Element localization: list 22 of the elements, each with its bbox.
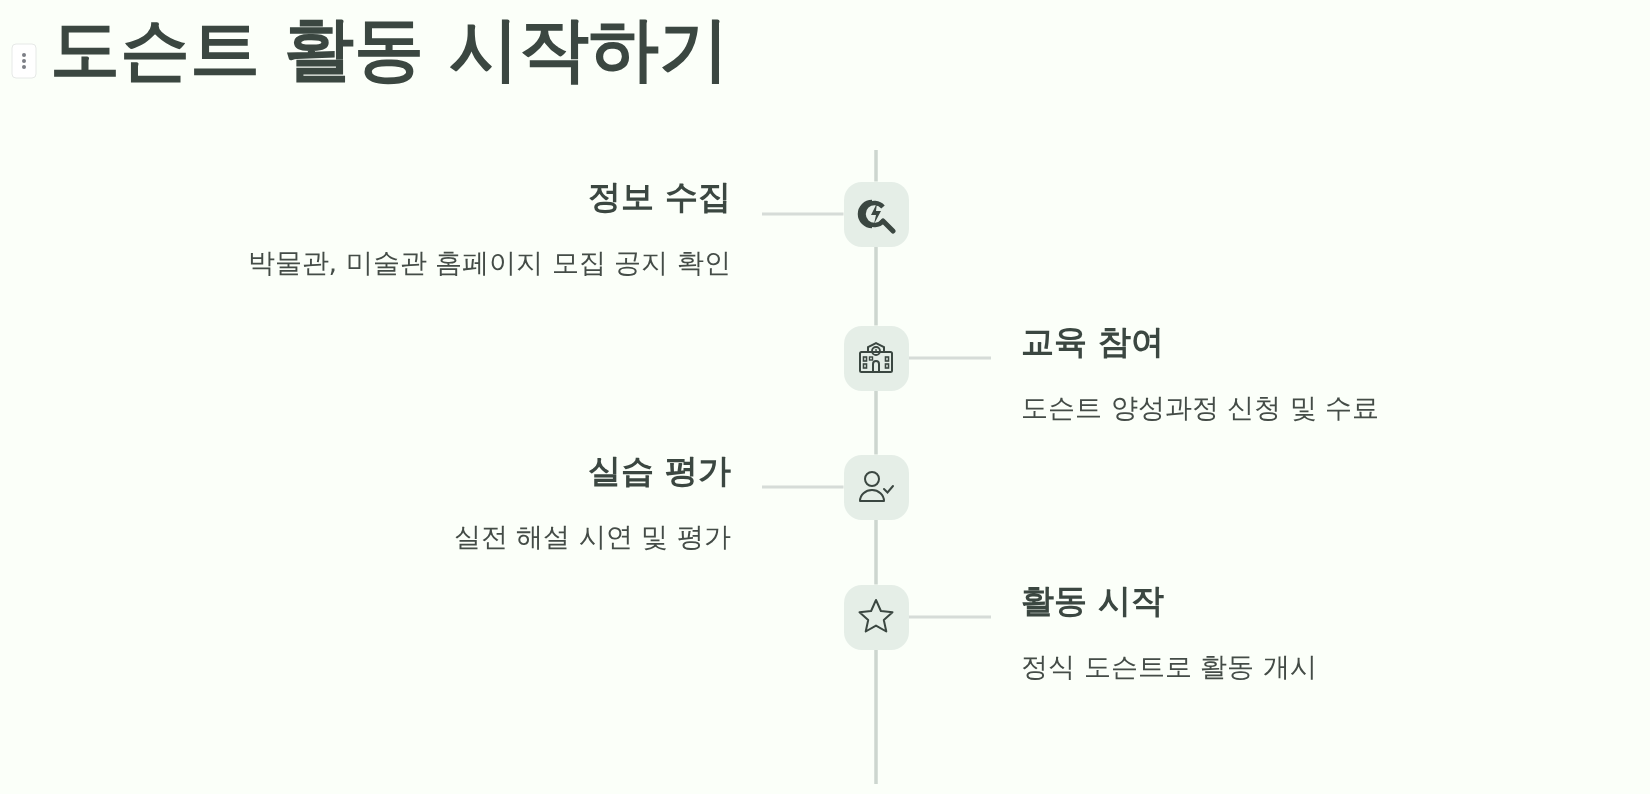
icon-tile	[843, 181, 909, 247]
step-description: 실전 해설 시연 및 평가	[453, 520, 731, 554]
timeline-line	[874, 246, 878, 326]
connector-line	[908, 356, 991, 360]
icon-tile	[843, 454, 909, 520]
step-description: 도슨트 양성과정 신청 및 수료	[1021, 391, 1380, 425]
timeline-line	[874, 519, 878, 585]
timeline-line	[874, 390, 878, 455]
connector-line	[762, 212, 844, 216]
step-description: 정식 도슨트로 활동 개시	[1021, 650, 1317, 684]
step-description: 박물관, 미술관 홈페이지 모집 공지 확인	[247, 246, 731, 280]
icon-tile	[843, 584, 909, 650]
icon-tile	[843, 325, 909, 391]
connector-line	[762, 485, 844, 489]
step-heading: 정보 수집	[587, 176, 731, 217]
step-heading: 활동 시작	[1021, 580, 1165, 621]
timeline-line	[874, 150, 878, 182]
title: 도슨트 활동 시작하기	[50, 7, 729, 92]
step-heading: 실습 평가	[587, 450, 731, 491]
connector-line	[908, 615, 991, 619]
step-heading: 교육 참여	[1021, 321, 1165, 362]
timeline-line	[874, 649, 878, 784]
